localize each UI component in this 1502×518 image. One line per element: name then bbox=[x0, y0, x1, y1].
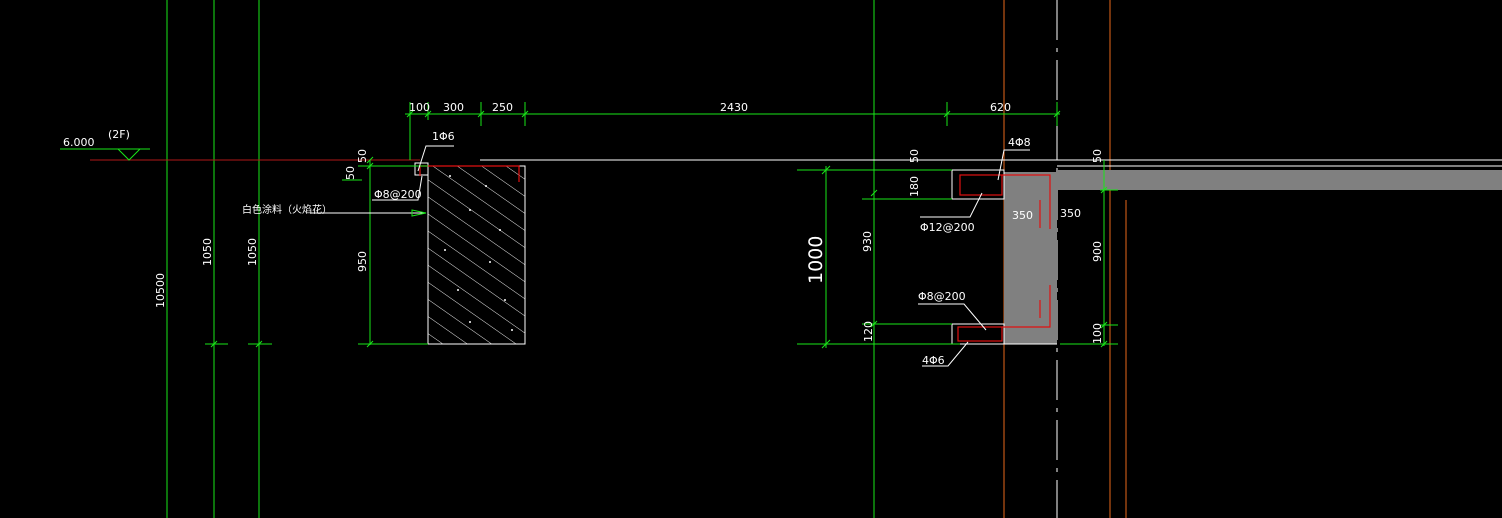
dim-300: 300 bbox=[443, 101, 464, 114]
dim-1000: 1000 bbox=[805, 236, 827, 284]
dim-100: 100 bbox=[409, 101, 430, 114]
rebar-phi8-200-a: Φ8@200 bbox=[374, 188, 422, 201]
dim-120: 120 bbox=[862, 321, 875, 342]
rebar-phi12-200: Φ12@200 bbox=[920, 221, 975, 234]
top-dimension-chain: 100 300 250 2430 620 bbox=[405, 101, 1061, 160]
rebar-4phi6: 4Φ6 bbox=[922, 354, 945, 367]
rebar-4phi8: 4Φ8 bbox=[1008, 136, 1031, 149]
left-dimensions: 10500 1050 1050 bbox=[154, 238, 272, 348]
dim-50-left: 50 bbox=[344, 166, 357, 180]
wall-350-outer: 350 bbox=[1060, 207, 1081, 220]
dim-1050-a: 1050 bbox=[201, 238, 214, 266]
grid-lines bbox=[166, 0, 1127, 518]
dim-930: 930 bbox=[861, 231, 874, 252]
dim-950: 950 bbox=[356, 251, 369, 272]
dim-620: 620 bbox=[990, 101, 1011, 114]
section-beam: 1000 50 180 930 120 4Φ8 Φ12@200 Φ8@200 4… bbox=[797, 136, 1502, 367]
level-marker: 6.000 (2F) bbox=[60, 128, 150, 161]
dim-2430: 2430 bbox=[720, 101, 748, 114]
dim-10500: 10500 bbox=[154, 273, 167, 308]
dim-1050-b: 1050 bbox=[246, 238, 259, 266]
dim-250: 250 bbox=[492, 101, 513, 114]
dim-50-top: 50 bbox=[356, 149, 369, 163]
level-floor: (2F) bbox=[108, 128, 130, 141]
note-white-paint: 白色涂料（火焰花） bbox=[242, 203, 332, 216]
dim-50-beam: 50 bbox=[908, 149, 921, 163]
floor-line bbox=[90, 159, 1502, 167]
rebar-1phi6: 1Φ6 bbox=[432, 130, 455, 143]
dim-50-right: 50 bbox=[1091, 149, 1104, 163]
wall-350-inner: 350 bbox=[1012, 209, 1033, 222]
dim-100-right: 100 bbox=[1091, 323, 1104, 344]
level-value: 6.000 bbox=[63, 136, 95, 149]
section-parapet: 50 50 950 1Φ6 Φ8@200 白色涂料（火焰花） bbox=[242, 130, 526, 348]
dim-900: 900 bbox=[1091, 241, 1104, 262]
rebar-phi8-200-b: Φ8@200 bbox=[918, 290, 966, 303]
dim-180: 180 bbox=[908, 176, 921, 197]
